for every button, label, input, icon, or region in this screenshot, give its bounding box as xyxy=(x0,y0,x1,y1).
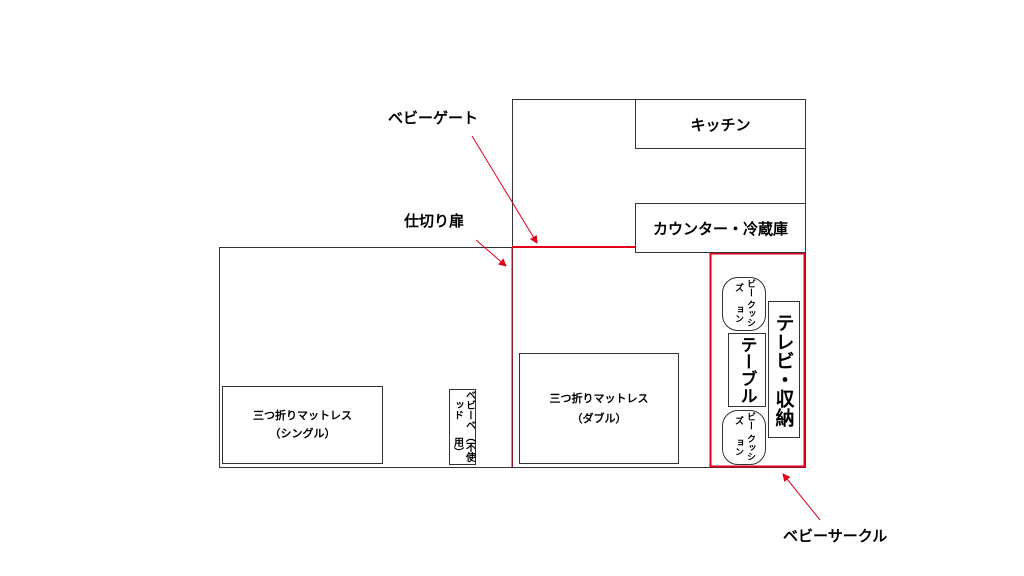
cushion-top-label2: クッション xyxy=(733,300,755,328)
mattress-double: 三つ折りマットレス （ダブル） xyxy=(519,353,679,464)
baby-bed-label: ベビーベッド xyxy=(451,390,475,431)
baby-circle-area xyxy=(709,252,806,468)
partition-door-label: 仕切り扉 xyxy=(404,212,465,230)
mattress-single: 三つ折りマットレス （シングル） xyxy=(222,386,383,464)
cushion-top-label1: ビーズ xyxy=(733,278,755,297)
table: テーブル xyxy=(728,333,766,407)
mattress-single-label: 三つ折りマットレス xyxy=(253,409,352,422)
cushion-bottom-label2: クッション xyxy=(733,433,755,461)
mattress-double-label: 三つ折りマットレス xyxy=(549,391,649,405)
mattress-single-size: （シングル） xyxy=(269,427,336,440)
bead-cushion-bottom: ビーズ クッション xyxy=(722,410,766,465)
baby-gate-arrow xyxy=(471,135,538,244)
tv-storage: テレビ・収納 xyxy=(768,301,800,438)
cushion-bottom-label1: ビーズ xyxy=(733,411,755,430)
baby-bed-note: （不使用） xyxy=(451,432,475,463)
baby-circle-label: ベビーサークル xyxy=(783,527,888,545)
kitchen: キッチン xyxy=(635,99,806,149)
partition-door-arrow xyxy=(475,239,507,267)
counter-fridge: カウンター・冷蔵庫 xyxy=(635,203,806,253)
baby-gate-label: ベビーゲート xyxy=(388,109,479,127)
mattress-double-size: （ダブル） xyxy=(571,411,627,425)
baby-bed: ベビーベッド （不使用） xyxy=(449,389,476,465)
bead-cushion-top: ビーズ クッション xyxy=(722,277,766,331)
baby-circle-arrow xyxy=(782,473,821,521)
